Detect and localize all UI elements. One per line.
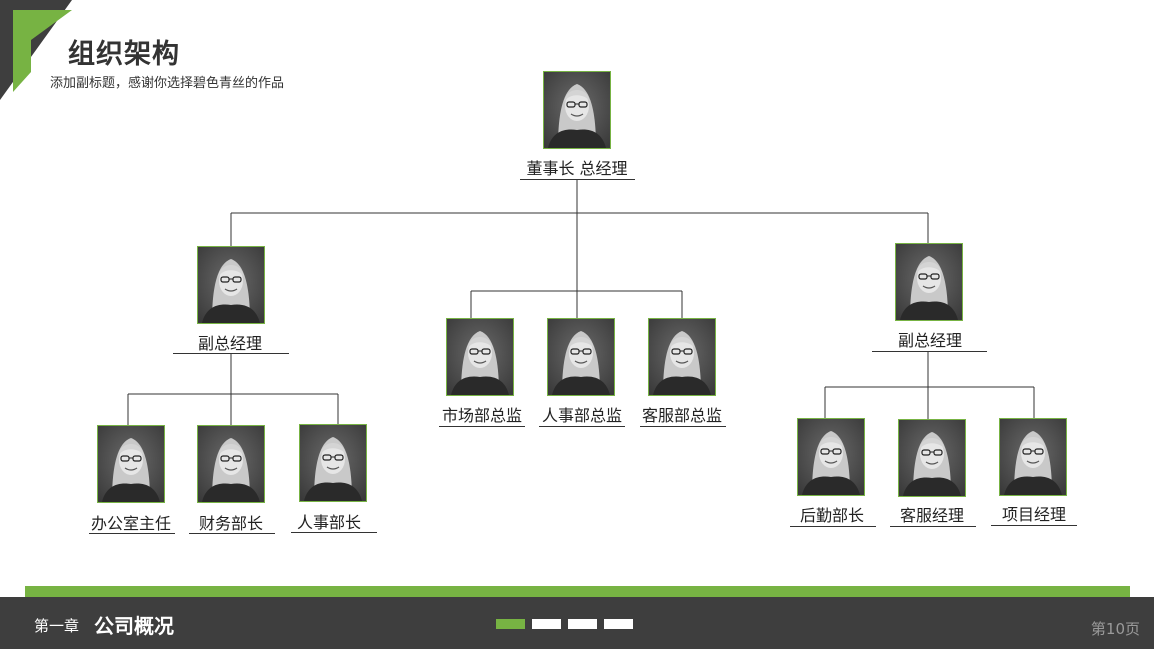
corner-decoration	[0, 0, 72, 100]
title-underline	[89, 533, 175, 534]
title-underline	[520, 179, 635, 180]
pager-dot-2[interactable]	[532, 619, 561, 629]
node-title: 市场部总监	[441, 406, 522, 425]
avatar	[999, 418, 1067, 496]
title-underline	[640, 426, 726, 427]
footer-bar: 第一章 公司概况 第10页	[0, 597, 1154, 649]
node-title: 人事部长	[296, 513, 361, 532]
node-title: 客服部总监	[641, 406, 722, 425]
title-underline	[890, 526, 976, 527]
title-underline	[291, 532, 377, 533]
title-underline	[790, 526, 876, 527]
section-title: 公司概况	[94, 614, 174, 638]
node-title: 客服经理	[899, 506, 964, 525]
footer-accent-bar	[25, 586, 1130, 597]
avatar	[797, 418, 865, 496]
title-underline	[189, 533, 275, 534]
avatar	[197, 425, 265, 503]
avatar	[299, 424, 367, 502]
avatar	[898, 419, 966, 497]
node-title: 项目经理	[1001, 505, 1066, 524]
page-title: 组织架构	[68, 39, 180, 70]
avatar	[895, 243, 963, 321]
page-subtitle: 添加副标题，感谢你选择碧色青丝的作品	[50, 76, 285, 91]
node-title: 副总经理	[197, 334, 262, 353]
title-underline	[872, 351, 987, 352]
node-title: 副总经理	[897, 331, 962, 350]
page-number: 第10页	[1090, 620, 1140, 638]
chapter-label: 第一章	[34, 617, 80, 635]
title-underline	[439, 426, 525, 427]
title-underline	[539, 426, 625, 427]
avatar	[648, 318, 716, 396]
pager-dot-1[interactable]	[496, 619, 525, 629]
avatar	[543, 71, 611, 149]
node-title: 后勤部长	[799, 506, 864, 525]
node-title: 人事部总监	[541, 406, 622, 425]
node-title: 财务部长	[198, 514, 263, 533]
title-underline	[173, 353, 289, 354]
pager-dot-4[interactable]	[604, 619, 633, 629]
node-title: 办公室主任	[90, 514, 171, 533]
avatar	[97, 425, 165, 503]
avatar	[197, 246, 265, 324]
pager-dot-3[interactable]	[568, 619, 597, 629]
title-underline	[991, 525, 1077, 526]
avatar	[547, 318, 615, 396]
avatar	[446, 318, 514, 396]
node-title: 董事长 总经理	[526, 159, 628, 178]
